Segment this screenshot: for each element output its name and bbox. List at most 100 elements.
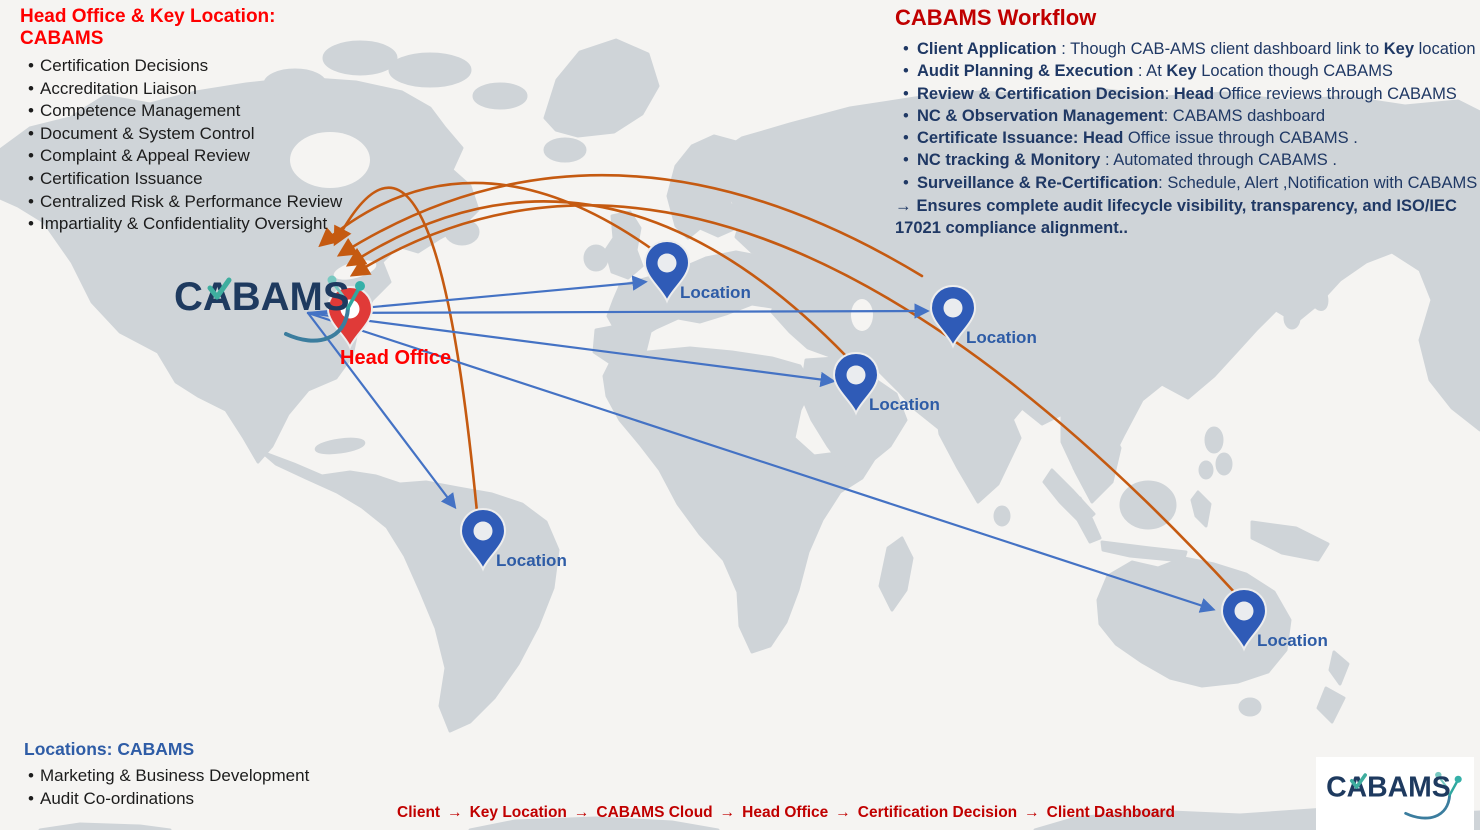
route-blue-middle-east xyxy=(306,311,836,388)
list-item: • Certification Issuance xyxy=(16,168,361,191)
process-flow: Client→Key Location→CABAMS Cloud→Head Of… xyxy=(46,804,1480,822)
list-item-label: Marketing & Business Development xyxy=(40,766,310,785)
workflow-item: • Certificate Issuance: Head Office issue… xyxy=(895,127,1480,149)
logo-dot xyxy=(1435,771,1442,779)
location-label: Location xyxy=(1257,631,1328,650)
workflow-list: • Client Application : Though CAB-AMS cli… xyxy=(895,38,1480,194)
logo-swoosh xyxy=(284,306,350,343)
list-item-label: Accreditation Liaison xyxy=(40,78,197,98)
workflow-item-text: Surveillance & Re-Certification: Schedul… xyxy=(917,173,1478,192)
logo-sprout xyxy=(346,288,360,310)
workflow-item-text: Client Application : Though CAB-AMS clie… xyxy=(917,40,1476,58)
head-office-panel: Head Office & Key Location: CABAMS • Cert… xyxy=(16,6,361,236)
bullet-icon: • xyxy=(28,788,34,808)
workflow-item: • Client Application : Though CAB-AMS cli… xyxy=(895,38,1480,60)
flow-step: Certification Decision xyxy=(857,804,1018,821)
cabams-logo-corner: CABAMS xyxy=(1316,757,1474,830)
logo-checkmark-icon xyxy=(1349,773,1367,789)
route-blue-asia xyxy=(306,303,930,319)
logo-dot xyxy=(1454,775,1462,783)
route-orange-europe xyxy=(318,181,658,254)
arrow-icon: → xyxy=(573,804,590,821)
locations-panel-title: Locations: CABAMS xyxy=(24,739,195,759)
bullet-icon: • xyxy=(903,84,909,103)
route-orange-south-america xyxy=(333,186,479,514)
location-pins: LocationLocationLocationLocationLocation… xyxy=(326,239,1328,652)
list-item-label: Certification Issuance xyxy=(40,168,203,188)
logo-sprout xyxy=(1438,776,1450,791)
bullet-icon: • xyxy=(903,173,909,192)
workflow-item: • Surveillance & Re-Certification: Schedu… xyxy=(895,172,1480,194)
workflow-item-text: Certificate Issuance: Head Office issue … xyxy=(917,129,1358,148)
cabams-logo-graphic: CABAMS xyxy=(174,275,365,343)
bullet-icon: • xyxy=(28,123,34,143)
route-blue-australia xyxy=(306,311,1216,613)
map-pin-location: Location xyxy=(643,239,751,304)
workflow-panel-title: CABAMS Workflow xyxy=(895,5,1097,30)
map-pin-location: Location xyxy=(1220,587,1328,652)
inland-water xyxy=(290,132,873,331)
logo-sprout xyxy=(1448,780,1459,797)
list-item-label: Document & System Control xyxy=(40,123,255,143)
workflow-item: • NC & Observation Management: CABAMS das… xyxy=(895,105,1480,127)
logo-dot xyxy=(355,281,365,291)
list-item: •Complaint & Appeal Review xyxy=(16,145,361,168)
list-item: • Audit Co-ordinations xyxy=(16,788,376,811)
workflow-footer-text: Ensures complete audit lifecycle visibil… xyxy=(895,197,1457,238)
list-item-label: Impartiality & Confidentiality Oversight xyxy=(40,214,328,234)
locations-panel: Locations: CABAMS • Marketing & Business … xyxy=(16,739,376,810)
route-orange-australia xyxy=(349,204,1238,596)
map-pin-location: Location xyxy=(459,507,567,572)
list-item: • Centralized Risk & Performance Review xyxy=(16,191,361,214)
logo-swoosh xyxy=(1404,793,1452,820)
logo-wordmark: CABAMS xyxy=(1326,771,1451,803)
logo-wordmark: CABAMS xyxy=(174,275,350,319)
location-label: Location xyxy=(680,283,751,302)
logo-sprout xyxy=(332,282,348,302)
workflow-panel: CABAMS Workflow • Client Application : Th… xyxy=(895,5,1480,240)
location-label: Location xyxy=(966,328,1037,347)
head-office-panel-title: Head Office & Key Location: CABAMS xyxy=(20,6,276,49)
locations-list: • Marketing & Business Development • Audit … xyxy=(16,765,376,810)
cabams-logo-graphic: CABAMS xyxy=(1326,771,1462,820)
arrow-icon: → xyxy=(447,804,463,821)
bullet-icon: • xyxy=(28,191,34,211)
workflow-item-text: Audit Planning & Execution : At Key Loca… xyxy=(917,62,1393,81)
head-office-list: • Certification Decisions • Accreditation L… xyxy=(16,55,361,236)
flow-step: Key Location xyxy=(469,804,567,821)
flow-step: CABAMS Cloud xyxy=(596,804,713,821)
list-item: • Competence Management xyxy=(16,100,361,123)
bullet-icon: • xyxy=(903,106,909,125)
bullet-icon: • xyxy=(28,78,34,98)
route-orange-asia xyxy=(336,173,924,278)
list-item-label: Centralized Risk & Performance Review xyxy=(40,191,343,211)
list-item-label: Audit Co-ordinations xyxy=(40,788,195,808)
list-item-label: Certification Decisions xyxy=(40,56,209,75)
workflow-footer: →Ensures complete audit lifecycle visibi… xyxy=(895,195,1480,240)
list-item: • Document & System Control xyxy=(16,123,361,146)
bullet-icon: • xyxy=(28,56,34,75)
bullet-icon: • xyxy=(903,40,909,58)
bullet-icon: • xyxy=(28,168,34,188)
list-item-label: Competence Management xyxy=(40,101,241,121)
bullet-icon: • xyxy=(28,101,34,121)
workflow-item-text: NC & Observation Management: CABAMS dash… xyxy=(917,106,1326,125)
cabams-logo-map: CABAMS xyxy=(166,256,376,356)
arrow-icon: → xyxy=(895,197,912,216)
head-office-label: Head Office xyxy=(340,347,451,369)
bullet-icon: • xyxy=(903,129,909,148)
bullet-icon: • xyxy=(903,62,909,81)
map-pin-location: Location xyxy=(929,284,1037,349)
route-blue-south-america xyxy=(306,311,457,510)
location-label: Location xyxy=(496,551,567,570)
bullet-icon: • xyxy=(903,151,909,170)
bullet-icon: • xyxy=(28,214,34,234)
bullet-icon: • xyxy=(28,766,34,785)
location-label: Location xyxy=(869,395,940,414)
arrow-icon: → xyxy=(719,804,736,821)
workflow-item: •Review & Certification Decision: Head O… xyxy=(895,83,1480,105)
logo-checkmark-icon xyxy=(207,277,232,300)
list-item: • Marketing & Business Development xyxy=(16,765,376,788)
